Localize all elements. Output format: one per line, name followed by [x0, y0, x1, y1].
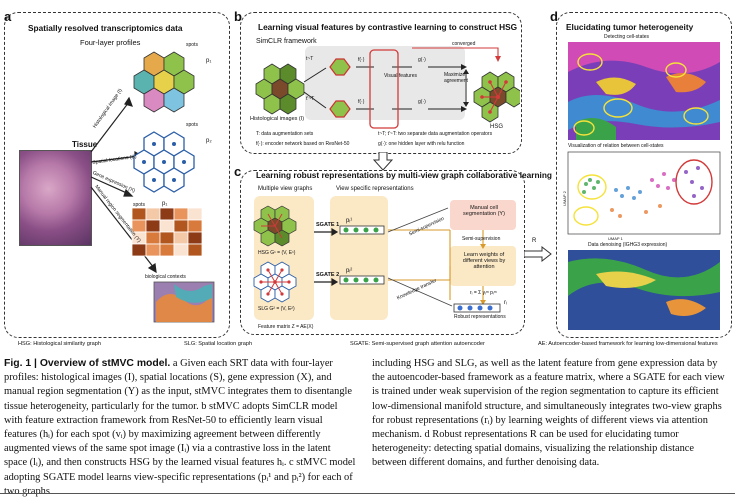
sgate1-label: SGATE 1	[316, 222, 340, 228]
caption-right: including HSG and SLG, as well as the la…	[372, 358, 725, 469]
caption-left: Fig. 1 | Overview of stMVC model. a Give…	[4, 357, 356, 499]
hist-images-label: Histological images (I)	[250, 116, 305, 122]
spots-label-3: spots	[133, 202, 145, 208]
tissue-image	[19, 150, 92, 246]
spots-label-2: spots	[186, 122, 198, 128]
d3-label: Data denoising (IGHG3 expression)	[588, 242, 668, 248]
p1-label-1: p₁	[206, 58, 212, 64]
panel-b-label: b	[234, 9, 242, 24]
panel-c-graphics	[253, 205, 501, 313]
b-to-c-arrow	[373, 152, 393, 171]
panel-c-label: c	[234, 164, 242, 179]
p1-label-3: p₁	[162, 201, 168, 207]
g-label-1: g(·)	[418, 57, 426, 63]
pi2-label: pᵢ²	[346, 268, 353, 274]
learn-weights-label: Learn weights of different views by atte…	[462, 252, 506, 270]
legend-sgate: SGATE: Semi-supervised graph attention a…	[350, 341, 485, 347]
panel-a-subtitle: Four-layer profiles	[80, 38, 141, 47]
ri-label: rᵢ	[504, 300, 507, 306]
formula-label: rᵢ = Σ γᵢᵐ pᵢᵐ	[470, 290, 497, 296]
sgate2-label: SGATE 2	[316, 272, 340, 278]
feature-matrix-label: Feature matrix Z = AE(X)	[258, 324, 314, 330]
d2-label: Visualization of relation between cell-s…	[568, 143, 664, 149]
panel-d-graphics	[567, 42, 721, 330]
mvg-label: Multiple view graphs	[258, 186, 313, 192]
t-label-2: t'~T	[306, 96, 315, 102]
panel-d-label: d	[550, 9, 558, 24]
vsr-label: View specific representations	[336, 186, 414, 192]
vsr-box	[330, 196, 388, 320]
simclr-label: SimCLR framework	[256, 38, 317, 45]
semi-label: Semi-supervision	[462, 236, 501, 242]
slg-formula: SLG G² = (V, E²)	[258, 306, 295, 312]
p1-label-2: p₂	[206, 138, 212, 144]
panel-d-title: Elucidating tumor heterogeneity	[566, 22, 694, 32]
note-hidden: g(·): one hidden layer with relu functio…	[378, 141, 465, 147]
pi1-label: pᵢ¹	[346, 218, 353, 224]
gene-expression-heatmap	[131, 207, 203, 257]
f-label-1: f(·)	[358, 57, 365, 63]
panel-d	[556, 12, 732, 338]
converged-label: converged	[452, 41, 476, 47]
d1-label: Detecting cell-states	[604, 34, 650, 40]
f-label-2: f(·)	[358, 99, 365, 105]
legend-ae: AE: Autoencoder-based framework for lear…	[538, 341, 718, 347]
legend-slg: SLG: Spatial location graph	[184, 341, 253, 347]
note-augmentation: T: data augmentation sets	[256, 131, 314, 137]
note-operators: t~T; t'~T: two separate data augmentatio…	[378, 131, 493, 137]
t-label-1: t~T	[306, 56, 314, 62]
hsg-label-b: HSG	[490, 124, 504, 130]
g-label-2: g(·)	[418, 99, 426, 105]
hsg-formula: HSG G¹ = (V, E¹)	[258, 250, 296, 256]
panel-b-graphics	[255, 47, 520, 129]
bio-contexts-label: biological contexts	[145, 274, 186, 280]
tissue-label: Tissue	[72, 140, 98, 149]
umap1-label: UMAP 1	[608, 236, 623, 241]
caption-fig-title: Fig. 1 | Overview of stMVC model.	[4, 358, 171, 369]
legend-hsg: HSG: Histological similarity graph	[18, 341, 101, 347]
manual-seg-box	[450, 200, 516, 230]
manual-seg-label: Manual cell segmentation (Y)	[463, 205, 505, 217]
panel-a	[4, 12, 230, 338]
hist-hex-cluster	[255, 63, 305, 115]
umap2-label: UMAP 2	[562, 191, 567, 206]
bottom-rule	[0, 493, 735, 494]
panel-a-title: Spatially resolved transcriptomics data	[28, 23, 183, 33]
learn-weights-box	[450, 246, 516, 286]
maximize-label: Maximize agreement	[444, 72, 468, 84]
panel-c-title: Learning robust representations by multi…	[256, 170, 552, 180]
spots-label-1: spots	[186, 42, 198, 48]
panel-b-title: Learning visual features by contrastive …	[258, 22, 518, 32]
visual-features-label: Visual features	[384, 73, 417, 79]
panel-a-graphics	[90, 51, 215, 323]
panel-a-label: a	[4, 9, 12, 24]
robust-label: Robust representations	[454, 314, 506, 320]
note-encoder: f(·): encoder network based on ResNet-50	[256, 141, 350, 147]
c-to-d-arrow	[524, 246, 552, 262]
hex-cluster-image	[133, 51, 195, 113]
caption-left-text: a Given each SRT data with four-layer pr…	[4, 358, 356, 497]
r-label: R	[532, 238, 537, 244]
